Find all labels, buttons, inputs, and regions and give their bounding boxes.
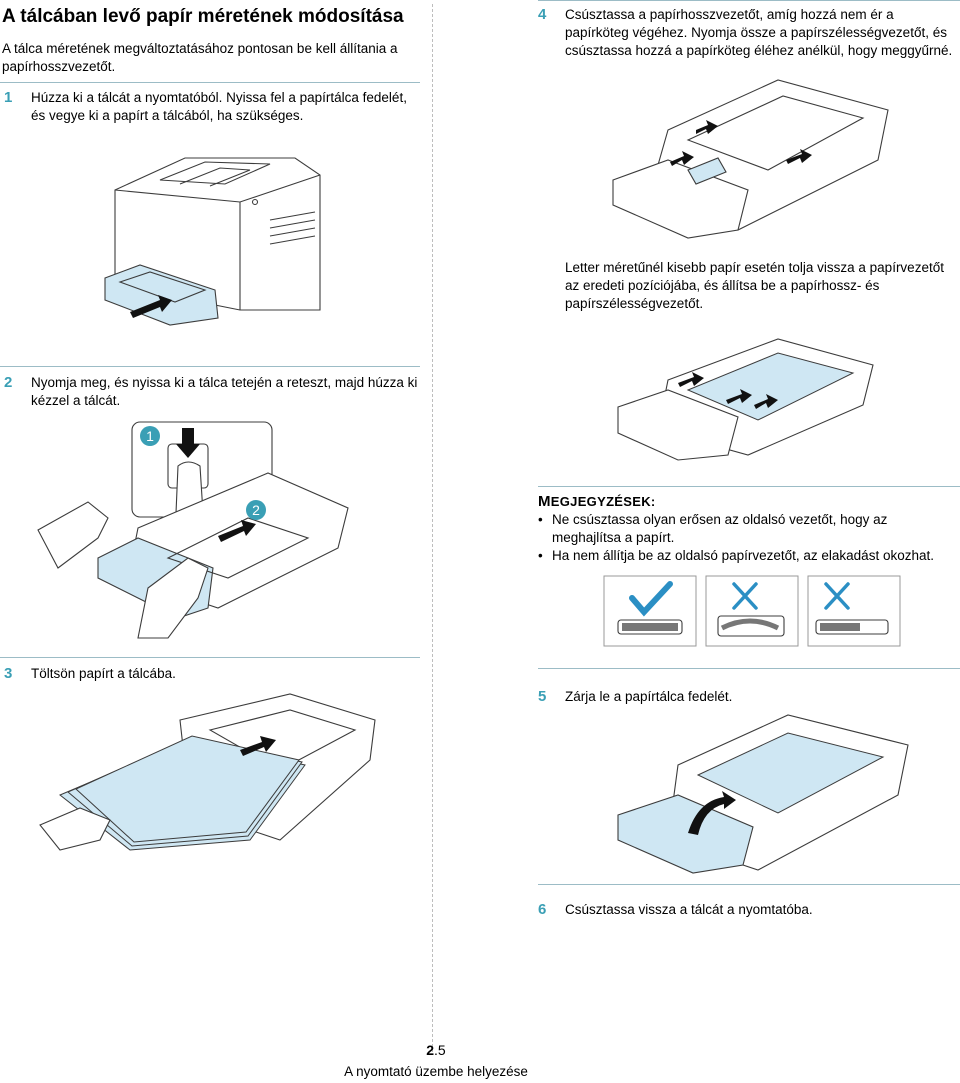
- column-divider: [432, 4, 433, 1052]
- footer-section: A nyomtató üzembe helyezése: [344, 1064, 528, 1079]
- callout-2: 2: [252, 502, 260, 518]
- small-paper-illustration: [617, 338, 874, 461]
- step-6: 6 Csúsztassa vissza a tálcát a nyomtatób…: [538, 901, 960, 919]
- step-3: 3 Töltsön papírt a tálcába.: [4, 665, 420, 683]
- step-number: 1: [4, 89, 13, 106]
- tray-latch-illustration: 1 2: [37, 421, 349, 639]
- note-item: Ne csúsztassa olyan erősen az oldalsó ve…: [538, 511, 960, 547]
- guide-example-too-tight: [705, 575, 799, 647]
- notes-heading: MEGJEGYZÉSEK:: [538, 493, 656, 510]
- cross-icon: [732, 582, 758, 610]
- step-divider: [0, 82, 420, 83]
- step-divider: [538, 0, 960, 1]
- step-2: 2 Nyomja meg, és nyissa ki a tálca tetej…: [4, 374, 420, 410]
- step-1: 1 Húzza ki a tálcát a nyomtatóból. Nyiss…: [4, 89, 420, 125]
- step-number: 5: [538, 688, 547, 705]
- cross-icon: [824, 582, 850, 610]
- intro-text: A tálca méretének megváltoztatásához pon…: [2, 41, 398, 74]
- page-title: A tálcában levő papír méretének módosítá…: [2, 6, 404, 27]
- step-text: Húzza ki a tálcát a nyomtatóból. Nyissa …: [31, 90, 407, 123]
- step-text: Töltsön papírt a tálcába.: [31, 666, 176, 681]
- check-icon: [629, 581, 673, 617]
- step-divider: [0, 366, 420, 367]
- step-text: Csúsztassa vissza a tálcát a nyomtatóba.: [565, 902, 813, 917]
- step-text: Zárja le a papírtálca fedelét.: [565, 689, 733, 704]
- load-paper-illustration: [39, 693, 376, 851]
- close-cover-illustration: [617, 714, 909, 874]
- printer-illustration: [104, 157, 321, 326]
- page-number: 2.5: [426, 1042, 446, 1058]
- guide-example-too-loose: [807, 575, 901, 647]
- letter-size-note: Letter méretűnél kisebb papír esetén tol…: [565, 260, 944, 311]
- step-4: 4 Csúsztassa a papírhosszvezetőt, amíg h…: [538, 6, 960, 60]
- step-number: 4: [538, 6, 547, 23]
- step-divider: [538, 884, 960, 885]
- guide-example-correct: [603, 575, 697, 647]
- notes-divider: [538, 486, 960, 487]
- step-number: 6: [538, 901, 547, 918]
- callout-1: 1: [146, 428, 154, 444]
- step-5: 5 Zárja le a papírtálca fedelét.: [538, 688, 960, 706]
- step-text: Nyomja meg, és nyissa ki a tálca tetején…: [31, 375, 418, 408]
- notes-list: Ne csúsztassa olyan erősen az oldalsó ve…: [538, 511, 960, 565]
- step-text: Csúsztassa a papírhosszvezetőt, amíg hoz…: [565, 7, 953, 58]
- step-number: 3: [4, 665, 13, 682]
- step-number: 2: [4, 374, 13, 391]
- step-divider: [538, 668, 960, 669]
- guide-adjust-illustration: [612, 79, 889, 239]
- note-item: Ha nem állítja be az oldalsó papírvezető…: [538, 547, 960, 565]
- step-divider: [0, 657, 420, 658]
